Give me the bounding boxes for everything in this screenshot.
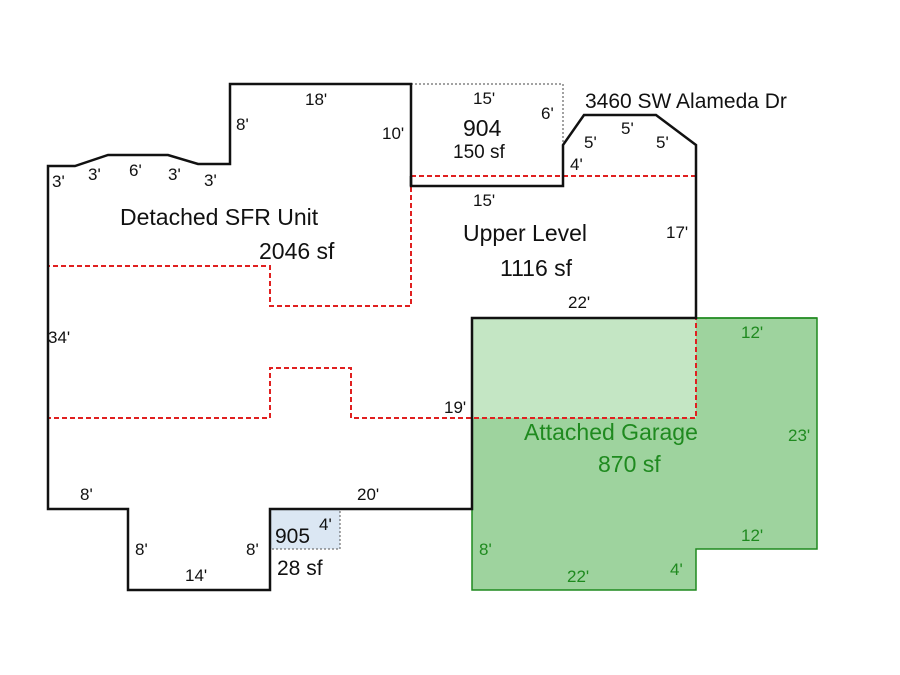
- property-address: 3460 SW Alameda Dr: [585, 90, 787, 113]
- upper-level-outline: [47, 175, 697, 419]
- area-905-area: 28 sf: [277, 557, 323, 580]
- dim-label: 5': [656, 133, 669, 152]
- garage-upper-overlap: [472, 318, 696, 418]
- dim-label: 10': [382, 124, 404, 143]
- dim-label: 22': [568, 293, 590, 312]
- dim-label: 17': [666, 223, 688, 242]
- dim-label: 6': [129, 161, 142, 180]
- dim-label: 19': [444, 398, 466, 417]
- dim-label: 23': [788, 426, 810, 445]
- area-904-id: 904: [463, 115, 502, 141]
- area-904-area: 150 sf: [453, 142, 505, 163]
- dim-label: 8': [236, 115, 249, 134]
- dim-label: 15': [473, 191, 495, 210]
- dim-label: 22': [567, 567, 589, 586]
- dim-label: 3': [204, 171, 217, 190]
- garage-name-label: Attached Garage: [524, 419, 698, 445]
- dim-label: 8': [246, 540, 259, 559]
- dim-label: 8': [479, 540, 492, 559]
- dim-label: 4': [570, 155, 583, 174]
- sfr-outline: [46, 82, 698, 592]
- area-905-id: 905: [275, 525, 310, 548]
- dim-label: 15': [473, 89, 495, 108]
- dim-label: 20': [357, 485, 379, 504]
- dim-label: 14': [185, 566, 207, 585]
- dim-label: 4': [319, 515, 332, 534]
- dim-label: 34': [48, 328, 70, 347]
- dim-label: 18': [305, 90, 327, 109]
- sfr-area-label: 2046 sf: [259, 238, 335, 264]
- dim-label: 4': [670, 560, 683, 579]
- dim-label: 12': [741, 323, 763, 342]
- dim-label: 5': [584, 133, 597, 152]
- garage-area-label: 870 sf: [598, 451, 661, 477]
- dim-label: 6': [541, 104, 554, 123]
- dim-label: 3': [88, 165, 101, 184]
- dim-label: 8': [80, 485, 93, 504]
- upper-name-label: Upper Level: [463, 220, 587, 246]
- dim-label: 5': [621, 119, 634, 138]
- dim-label: 12': [741, 526, 763, 545]
- dim-label: 8': [135, 540, 148, 559]
- sfr-name-label: Detached SFR Unit: [120, 204, 319, 230]
- upper-area-label: 1116 sf: [500, 255, 573, 281]
- dim-label: 3': [168, 165, 181, 184]
- area-905-box: [269, 508, 341, 550]
- dim-label: 3': [52, 172, 65, 191]
